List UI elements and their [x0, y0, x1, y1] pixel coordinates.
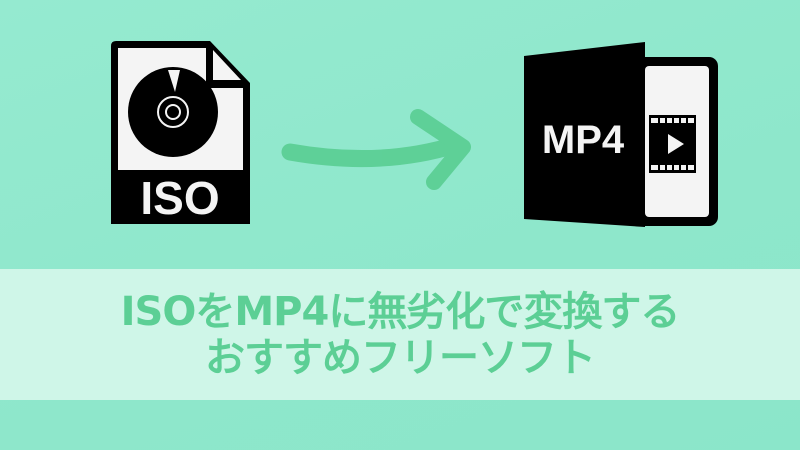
- arrow-right-icon: [281, 109, 471, 190]
- film-play-icon: [649, 115, 696, 173]
- headline-line-1: ISOをMP4に無劣化で変換する: [120, 288, 681, 335]
- headline-line-2: おすすめフリーソフト: [205, 334, 596, 381]
- iso-disc-file-icon: ISO: [111, 41, 250, 224]
- iso-label: ISO: [140, 172, 219, 224]
- mp4-video-file-icon: MP4: [524, 42, 718, 227]
- title-band: ISOをMP4に無劣化で変換する おすすめフリーソフト: [0, 269, 800, 400]
- mp4-label: MP4: [542, 118, 625, 162]
- illustration: ISO MP4: [111, 41, 718, 227]
